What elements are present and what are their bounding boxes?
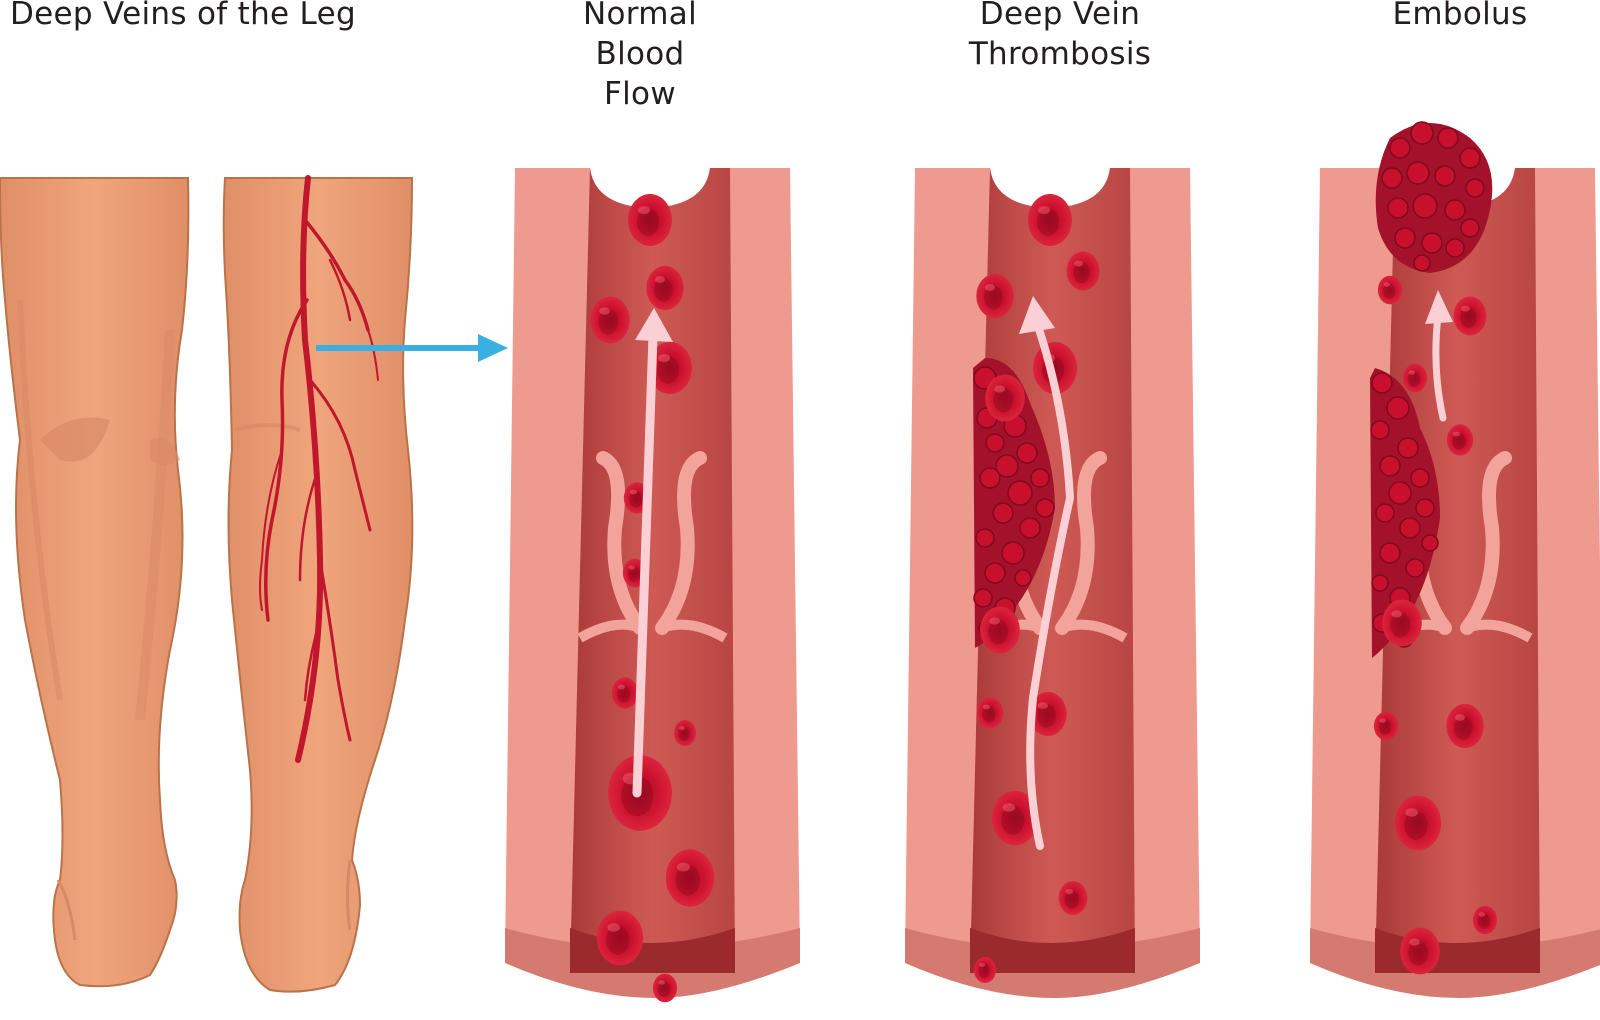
- normal-vessel: [505, 168, 800, 1003]
- left-leg: [0, 177, 190, 988]
- embolus-title: Embolus: [1392, 0, 1528, 32]
- embolus-clot: [1375, 121, 1493, 273]
- normal-flow-title: Normal Blood Flow: [583, 0, 697, 112]
- flow-arrow-icon: [1019, 296, 1075, 850]
- blue-arrow-icon: [316, 334, 508, 362]
- legs-illustration: [0, 175, 508, 993]
- leg-veins: [259, 175, 379, 763]
- blood-clot: [973, 358, 1055, 648]
- dvt-title: Deep Vein Thrombosis: [968, 0, 1152, 72]
- embolus-vessel: [1310, 121, 1600, 998]
- blood-clot: [1370, 368, 1440, 658]
- dvt-vessel: [905, 168, 1200, 998]
- legs-title: Deep Veins of the Leg: [10, 0, 356, 32]
- flow-arrow-icon: [632, 308, 673, 798]
- flow-arrow-icon: [1425, 290, 1453, 422]
